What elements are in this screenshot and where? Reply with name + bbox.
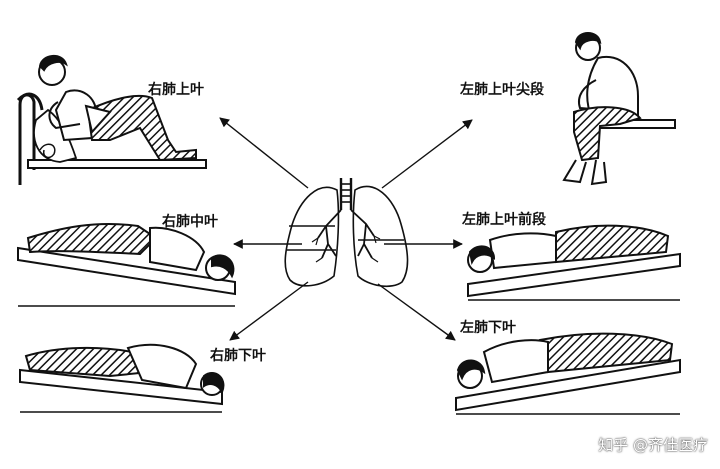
figure-supine-right-middle: [17, 222, 236, 307]
label-left-lower-lobe: 左肺下叶: [460, 320, 516, 336]
figure-prone-left-lower: [455, 332, 681, 415]
arrow-right-upper: [219, 117, 309, 189]
figure-reclined-sitting: [16, 55, 207, 185]
label-left-upper-apical: 左肺上叶尖段: [460, 82, 544, 98]
arrow-left-upper-apical: [381, 119, 473, 189]
lungs-illustration: [284, 178, 409, 288]
figure-prone-right-lower: [19, 343, 225, 413]
label-right-upper-lobe: 右肺上叶: [148, 82, 204, 98]
arrows: [219, 117, 473, 341]
arrow-left-lower: [377, 283, 456, 341]
label-right-middle-lobe: 右肺中叶: [162, 214, 218, 230]
arrow-right-lower: [229, 281, 309, 341]
label-right-lower-lobe: 右肺下叶: [210, 348, 266, 364]
watermark: 知乎 @齐佳医疗: [598, 436, 708, 454]
figure-supine-left-upper-anterior: [467, 224, 681, 301]
figure-sitting-forward: [562, 32, 676, 186]
label-left-upper-anterior: 左肺上叶前段: [462, 212, 546, 228]
